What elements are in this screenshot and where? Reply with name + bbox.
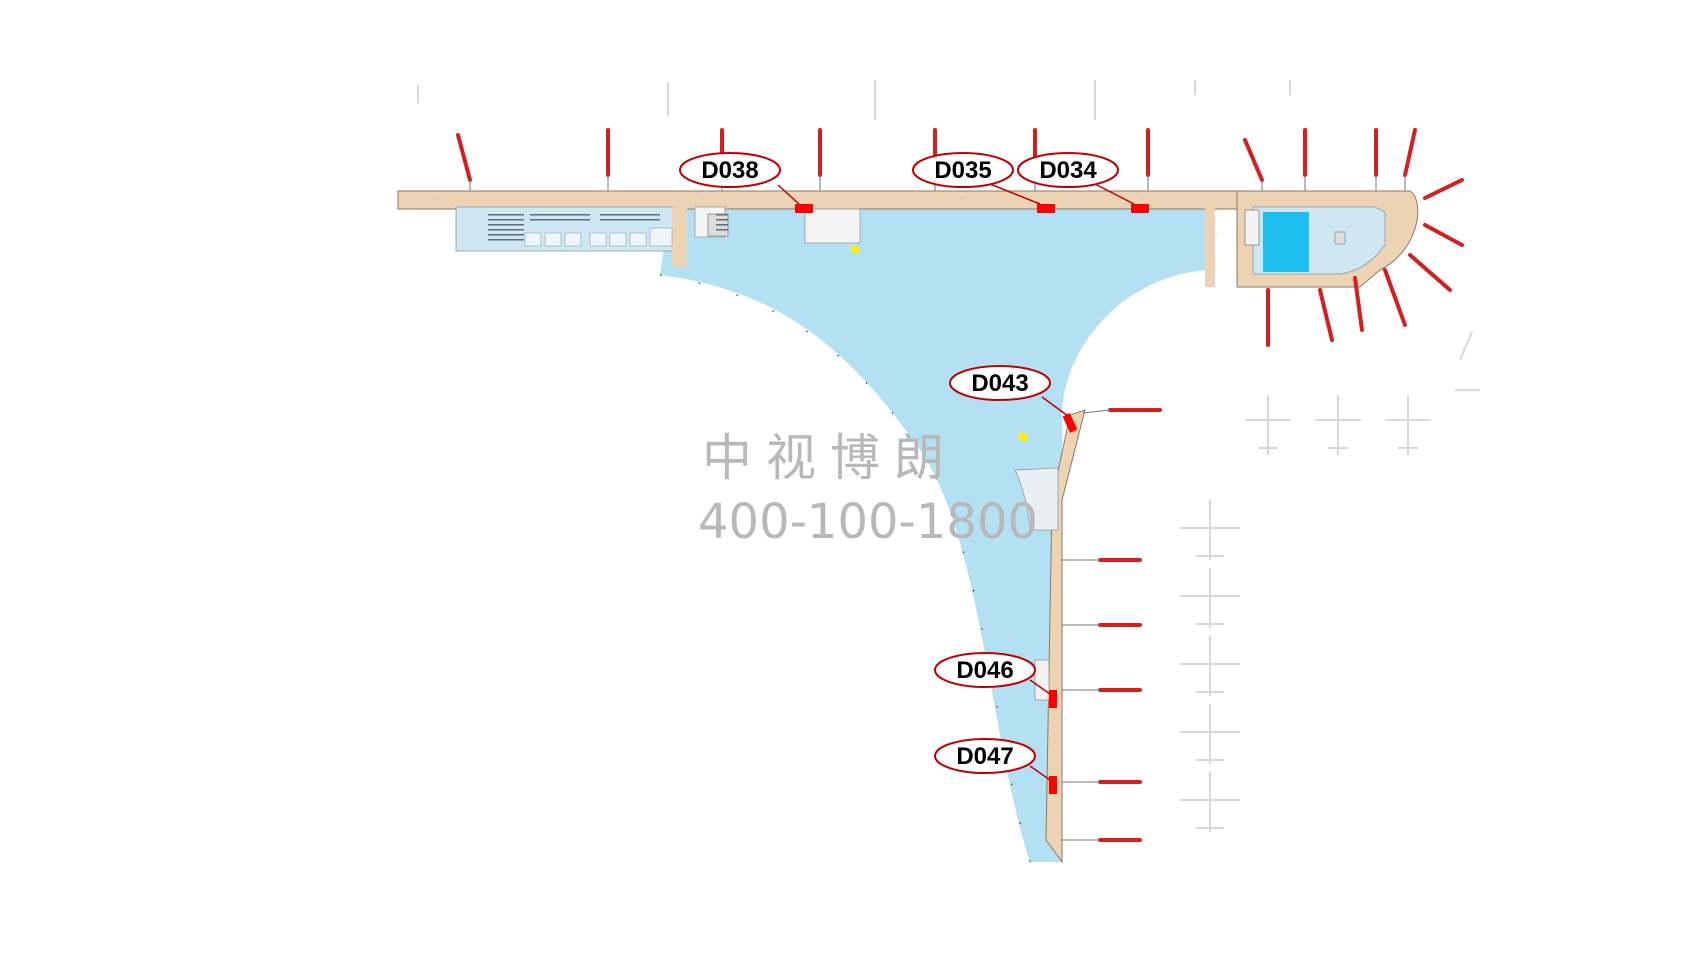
svg-text:···: ···	[700, 195, 705, 201]
svg-text:···: ···	[430, 195, 435, 201]
aircraft-silhouettes	[417, 80, 1480, 832]
ad-position-d047[interactable]: D047	[934, 738, 1057, 794]
callout-pointer	[1029, 679, 1051, 695]
ad-code-label: D046	[956, 657, 1013, 684]
ad-marker	[1037, 204, 1055, 213]
ad-position-d035[interactable]: D035	[912, 152, 1055, 213]
svg-text:···: ···	[960, 195, 965, 201]
watermark-line2: 400-100-1800	[698, 494, 1038, 550]
lounge-rooms	[524, 227, 673, 247]
south-pier	[1014, 409, 1086, 864]
callout-pointer	[1029, 765, 1051, 781]
ad-code-label: D038	[701, 157, 758, 184]
ad-code-label: D034	[1039, 157, 1097, 184]
callout-bubble	[912, 152, 1014, 188]
ad-marker	[795, 204, 813, 213]
ad-code-label: D043	[971, 370, 1028, 397]
seating-rows	[488, 214, 728, 241]
highlight-block	[1263, 212, 1309, 272]
callout-bubble	[934, 652, 1036, 688]
callout-pointer	[1094, 183, 1135, 205]
plan-labels: ··· ··· ··· ··· ···	[430, 195, 1220, 237]
ad-code-label: D047	[956, 743, 1013, 770]
boarding-bridges	[456, 128, 1464, 842]
callout-bubble	[1017, 152, 1119, 188]
yellow-markers	[850, 245, 1028, 442]
svg-text:···: ···	[1215, 231, 1220, 237]
callout-bubble	[679, 152, 781, 188]
ad-position-d034[interactable]: D034	[1017, 152, 1149, 213]
callout-pointer	[777, 184, 800, 205]
ad-marker	[1062, 413, 1078, 433]
callout-pointer	[989, 183, 1041, 205]
ad-marker	[1131, 204, 1149, 213]
ad-marker	[1049, 690, 1057, 708]
svg-text:···: ···	[1140, 195, 1145, 201]
open-area	[660, 207, 1205, 862]
ad-marker	[1049, 776, 1057, 794]
watermark-line1: 中视博朗	[702, 429, 958, 487]
callout-bubble	[934, 738, 1036, 774]
ad-position-d046[interactable]: D046	[934, 652, 1057, 708]
ad-position-d043[interactable]: D043	[949, 365, 1078, 433]
callout-pointer	[1041, 396, 1069, 417]
ad-position-d038[interactable]: D038	[679, 152, 813, 213]
ad-code-label: D035	[934, 157, 991, 184]
east-pier	[1236, 190, 1419, 288]
callout-bubble	[949, 365, 1051, 401]
